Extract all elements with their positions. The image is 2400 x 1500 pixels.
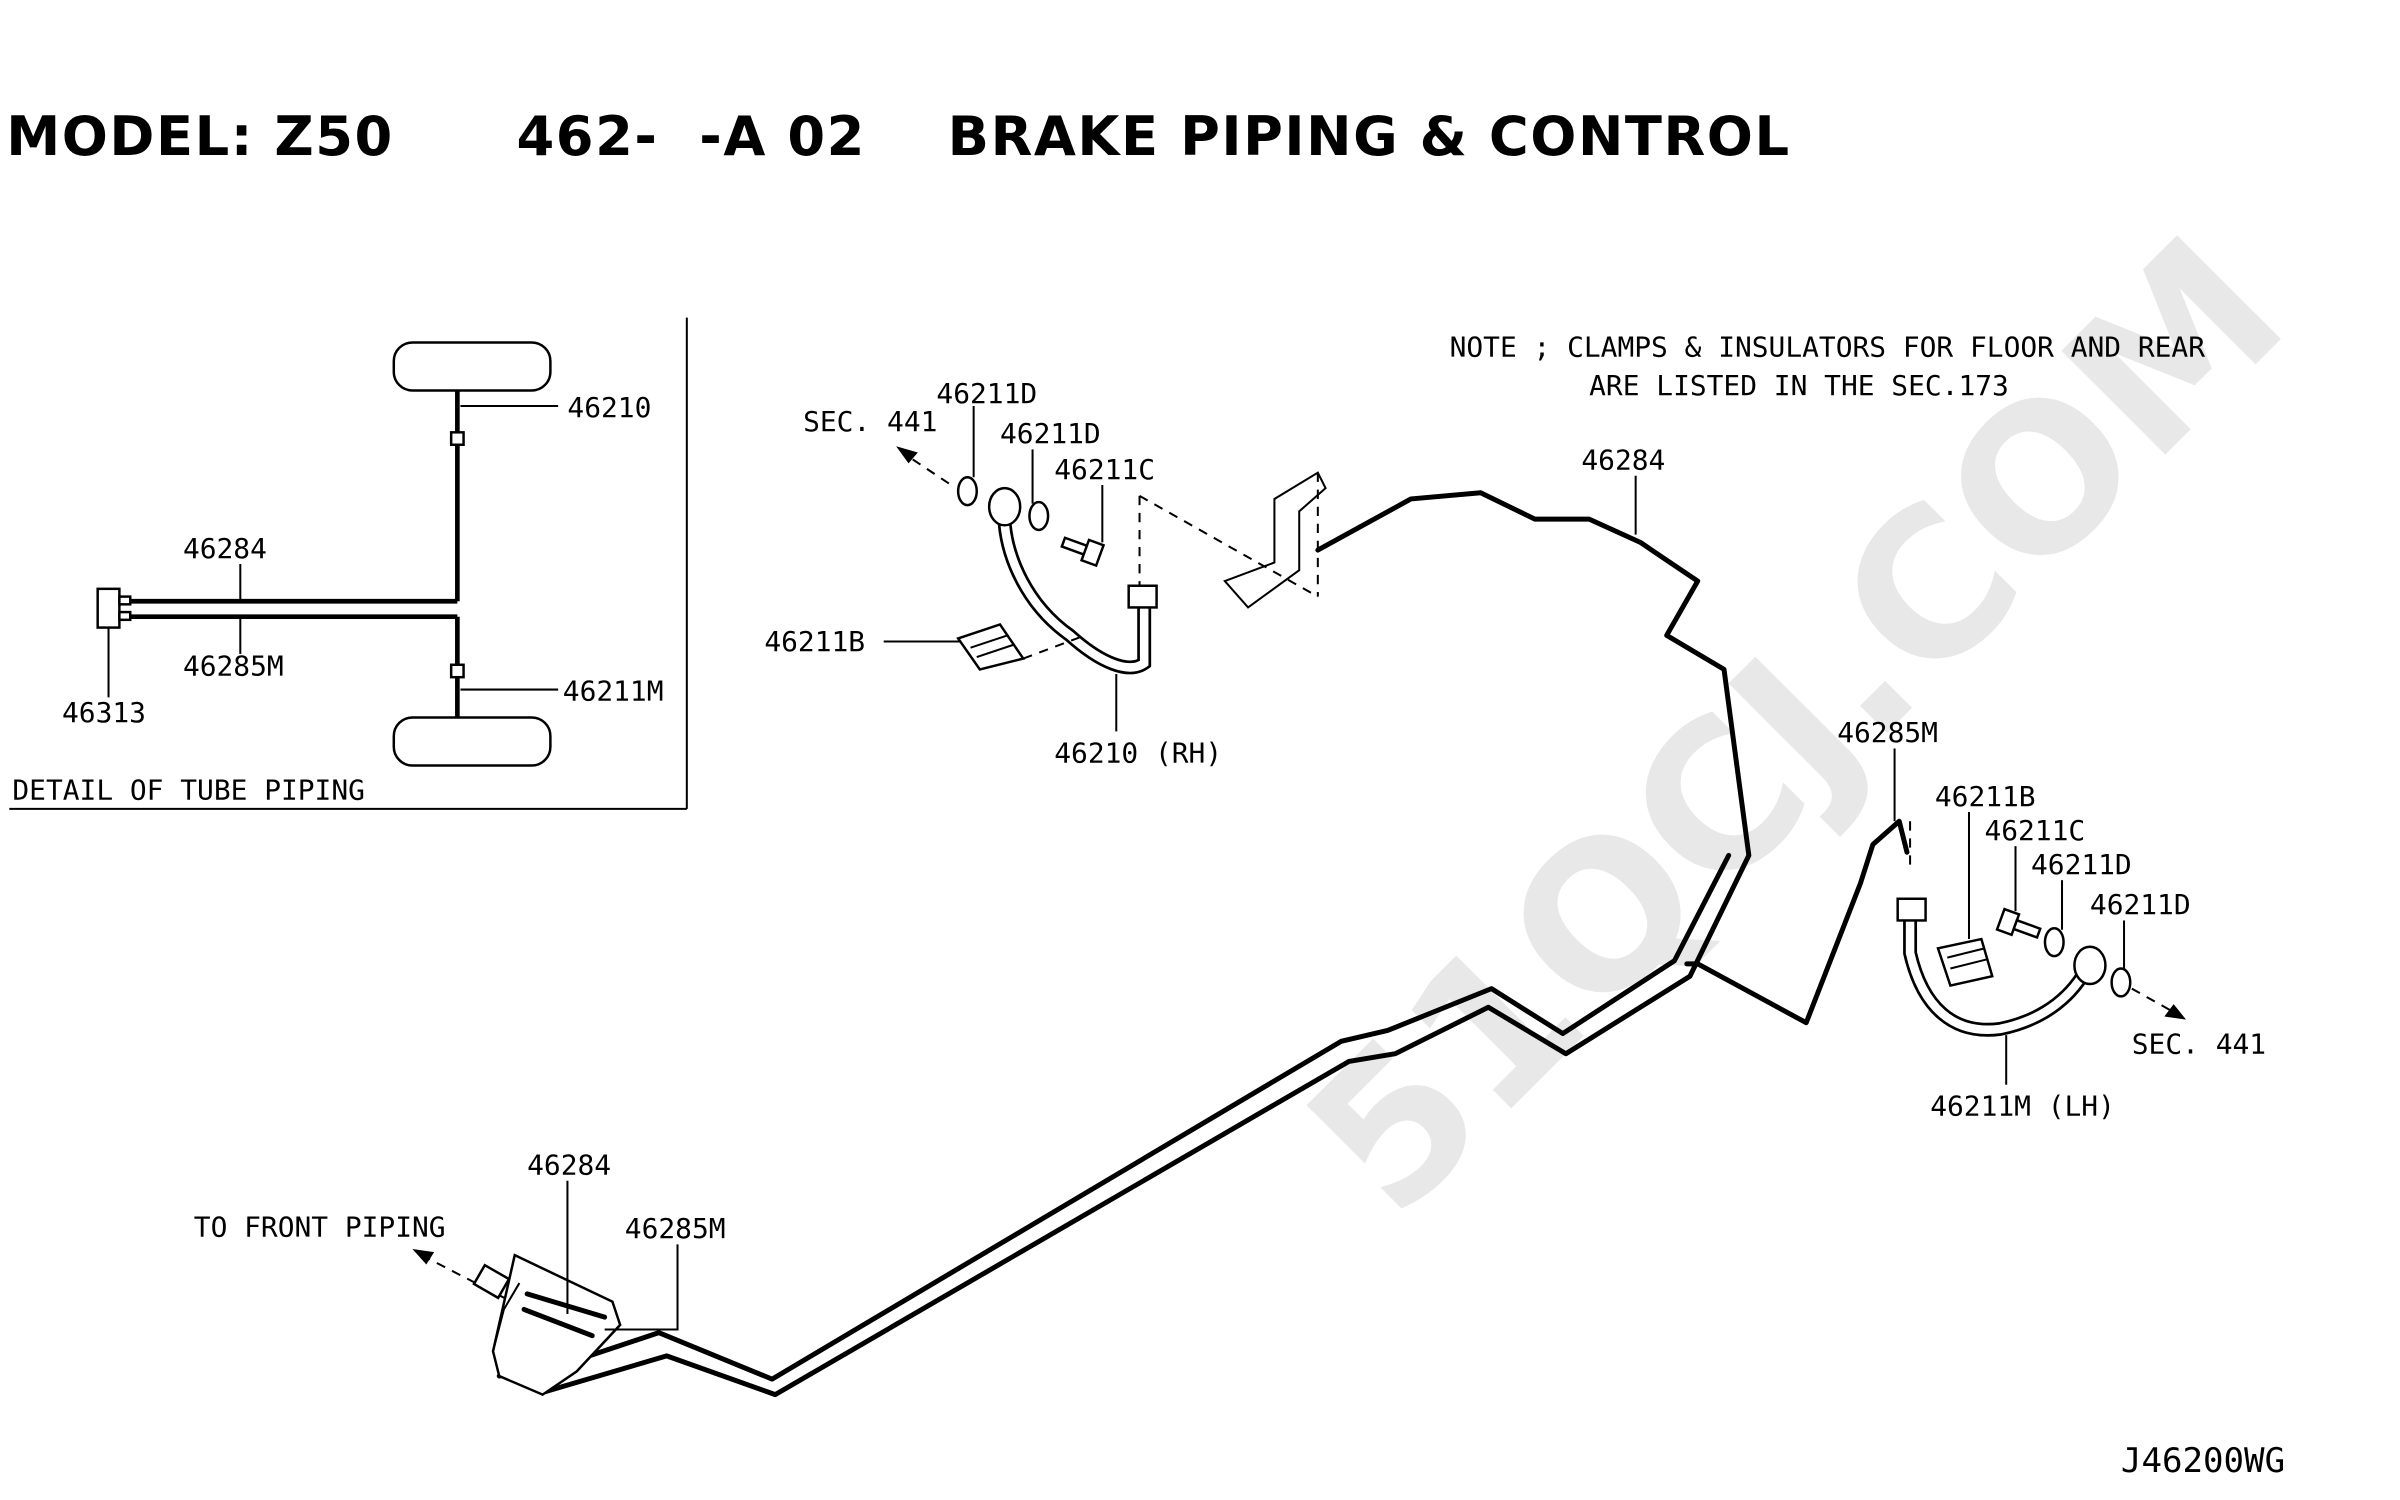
to-front-arrow-icon <box>412 1248 435 1265</box>
lh-bolt-label: 46211C <box>1984 814 2085 847</box>
lh-washer-inner-icon <box>2043 926 2065 958</box>
main-brake-tube <box>496 490 1910 1398</box>
detail-connector-port-upper <box>118 595 132 606</box>
lh-hose-fitting-icon <box>1896 897 1927 922</box>
to-front-piping-label: TO FRONT PIPING <box>194 1211 446 1244</box>
detail-connector-port-lower <box>118 610 132 622</box>
front-bracket-plate <box>491 1253 622 1397</box>
lh-sec-arrow-line <box>2131 987 2172 1012</box>
lh-sec-arrow-icon <box>2164 1004 2187 1020</box>
rh-sec-arrow-icon <box>896 446 918 464</box>
rh-bolt-label: 46211C <box>1054 453 1155 486</box>
main-tube-46284-label: 46284 <box>1581 444 1665 477</box>
rh-clip-icon <box>956 623 1026 671</box>
rh-washer-outer-label: 46211D <box>936 377 1037 410</box>
rh-hose-label: 46210 (RH) <box>1054 736 1222 769</box>
lh-hose-assembly: 46285M 46211B 46211C 46211D 46211D SEC. … <box>1837 716 2266 1122</box>
wheel-bottom-icon <box>392 716 552 767</box>
detail-label-46284: 46284 <box>183 532 267 565</box>
lh-clip-detail <box>1947 947 1988 970</box>
rh-bracket-plate <box>1223 471 1327 609</box>
detail-label-46211M: 46211M <box>563 674 664 707</box>
lh-washer-outer-label: 46211D <box>2090 888 2191 921</box>
rh-sec-ref-label: SEC. 441 <box>803 405 937 438</box>
front-46284-label: 46284 <box>527 1149 611 1182</box>
front-tube-ends <box>521 1291 608 1339</box>
wheel-top-icon <box>392 341 552 392</box>
detail-label-46210: 46210 <box>567 391 651 424</box>
figure-code: J46200WG <box>2121 1441 2285 1481</box>
rh-sec-arrow-line <box>906 454 950 485</box>
leader-front-46285M <box>604 1244 679 1331</box>
rh-clip-detail <box>970 634 1015 658</box>
rh-bolt-icon <box>1060 536 1106 568</box>
rh-washer-inner-label: 46211D <box>1000 417 1101 450</box>
detail-label-46285M: 46285M <box>183 650 284 683</box>
detail-label-46313: 46313 <box>62 696 146 729</box>
lh-hose-inner <box>1905 909 2087 1035</box>
lh-tube-label: 46285M <box>1837 716 1938 749</box>
lh-bolt-icon <box>1995 907 2042 940</box>
front-46285M-label: 46285M <box>625 1212 726 1245</box>
rh-banjo-icon <box>987 486 1022 527</box>
detail-inset: 46210 46284 46285M 46313 46211M DETAIL O… <box>9 317 688 810</box>
lh-clip-icon <box>1936 937 1994 987</box>
detail-connector-icon <box>96 587 121 629</box>
lh-clip-label: 46211B <box>1935 780 2036 813</box>
rh-clip-label: 46211B <box>764 625 865 658</box>
rh-bracket-dash-diag <box>1139 494 1319 598</box>
detail-joint-top-icon <box>449 431 465 446</box>
lh-hose-label: 46211M (LH) <box>1930 1090 2115 1123</box>
rh-bracket <box>1138 471 1327 609</box>
rh-washer-inner-icon <box>1028 500 1050 532</box>
lh-banjo-icon <box>2073 945 2107 986</box>
note-line-1: NOTE ; CLAMPS & INSULATORS FOR FLOOR AND… <box>1450 330 2206 363</box>
detail-joint-bottom-icon <box>449 663 465 679</box>
rh-hose-inner <box>1000 519 1149 672</box>
rh-hose-assembly: SEC. 441 46211D 46211D 46211C 46211B 462… <box>764 377 1222 769</box>
page-title: MODEL: Z50 462- -A 02 BRAKE PIPING & CON… <box>6 105 1790 168</box>
front-bracket-edge <box>492 1282 521 1352</box>
rh-clip-dash <box>1022 634 1086 660</box>
lh-sec-ref-label: SEC. 441 <box>2132 1028 2266 1061</box>
front-junction: 46284 46285M TO FRONT PIPING <box>194 1149 726 1397</box>
lh-washer-inner-label: 46211D <box>2031 848 2132 881</box>
front-connector-icon <box>472 1263 511 1300</box>
note-line-2: ARE LISTED IN THE SEC.173 <box>1589 369 2009 402</box>
rh-hose-fitting-icon <box>1127 584 1158 609</box>
detail-caption: DETAIL OF TUBE PIPING <box>12 774 365 807</box>
lh-washer-outer-icon <box>2110 967 2132 998</box>
rh-washer-outer-icon <box>956 476 978 507</box>
